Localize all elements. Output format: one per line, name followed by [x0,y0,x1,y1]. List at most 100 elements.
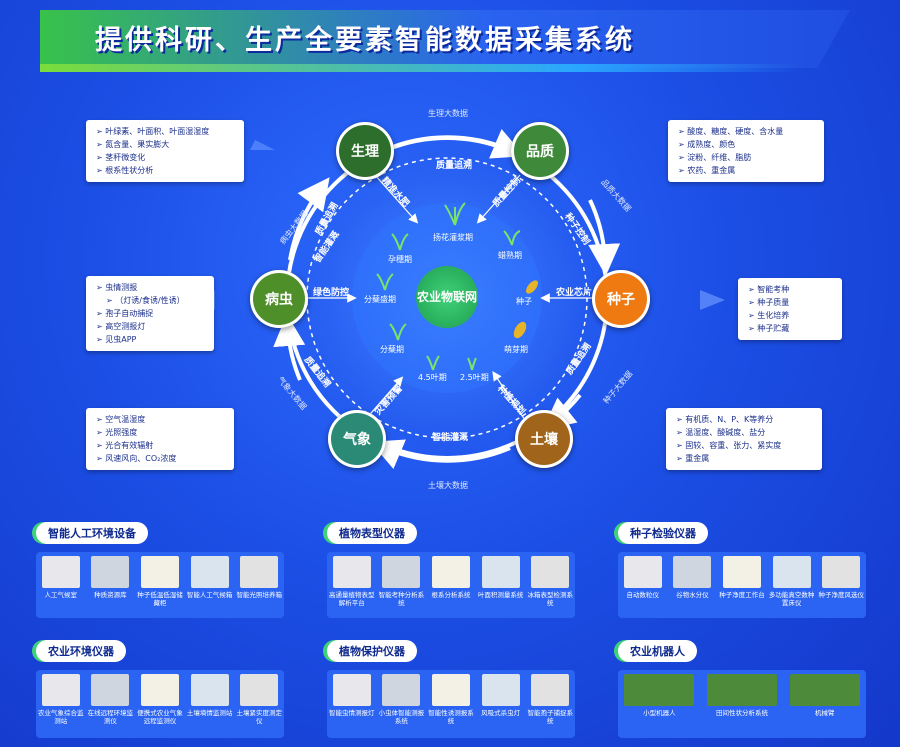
instrument-image [531,556,570,588]
node-soil[interactable]: 土壤 [515,410,573,468]
stage-label: 分蘖盛期 [364,295,396,304]
instrument-label: 智能虫情测报灯 [329,709,375,717]
instrument-item[interactable]: 叶面积测量系统 [478,556,524,599]
instrument-label: 种子净度风选仪 [818,591,864,599]
instrument-label: 小型机器人 [643,709,676,717]
instrument-label: 田间性状分析系统 [715,709,768,717]
instrument-image [91,674,130,706]
stage-label: 蜡熟期 [498,251,522,260]
instrument-item[interactable]: 根系分析系统 [428,556,474,599]
stage-label: 2.5叶期 [460,373,489,382]
instrument-item[interactable]: 智能人工气候箱 [187,556,233,599]
instrument-label: 种子净度工作台 [719,591,765,599]
instrument-image [140,556,179,588]
instrument-image [240,674,279,706]
instrument-label: 高通量植物表型解析平台 [329,591,375,607]
instrument-item[interactable]: 农业气象综合监测站 [38,674,84,725]
info-physiology: 叶绿素、叶面积、叶面湿湿度氮含量、果实膨大茎秆微变化根系性状分析 [86,120,244,182]
instrument-image [624,674,695,706]
instrument-label: 土壤墒情监测站 [186,709,233,717]
instrument-label: 人工气候室 [44,591,78,599]
instrument-item[interactable]: 小型机器人 [620,674,699,717]
info-pest: 虫情测报（灯诱/食诱/性诱）孢子自动捕捉高空测报灯见虫APP [86,276,214,351]
instrument-image [332,556,371,588]
instrument-label: 智能光照培养箱 [236,591,282,599]
section-title: 智能人工环境设备 [36,522,148,544]
instrument-image [481,674,520,706]
instrument-label: 土壤紧实度测定仪 [236,709,282,725]
instrument-item[interactable]: 智能光照培养箱 [236,556,282,599]
instrument-label: 智能人工气候箱 [186,591,233,599]
section-title: 植物表型仪器 [327,522,417,544]
instrument-item[interactable]: 在线远程环境监测仪 [88,674,134,725]
instrument-item[interactable]: 智能虫情测报灯 [329,674,375,717]
instrument-image [722,556,761,588]
instrument-image [531,674,570,706]
section-title: 农业环境仪器 [36,640,126,662]
instrument-item[interactable]: 智能性诱测报系统 [428,674,474,725]
instrument-item[interactable]: 机械臂 [785,674,864,717]
instrument-label: 在线远程环境监测仪 [87,709,134,725]
stage-label: 扬花灌浆期 [433,233,473,242]
instrument-image [772,556,811,588]
plant-sprouts [376,202,521,371]
info-seed: 智能考种种子质量生化培养种子贮藏 [738,278,842,340]
instrument-item[interactable]: 风吸式杀虫灯 [478,674,524,717]
stage-label: 孕穗期 [388,255,412,264]
instrument-item[interactable]: 种子净度风选仪 [818,556,864,599]
instrument-item[interactable]: 人工气候室 [38,556,84,599]
instrument-image [382,556,421,588]
stage-label: 萌芽期 [504,345,528,354]
inner-label-b: 质量追溯 [436,161,473,171]
instrument-image [431,556,470,588]
instrument-image [623,556,662,588]
center-hub: 农业物联网 [416,266,478,328]
instrument-item[interactable]: 种质资源库 [88,556,134,599]
title-underline [40,64,800,72]
node-seed[interactable]: 种子 [592,270,650,328]
instrument-image [190,556,229,588]
instrument-label: 多功能真空数种置床仪 [768,591,815,607]
instrument-label: 风吸式杀虫灯 [481,709,521,717]
instrument-item[interactable]: 种子低温低湿储藏柜 [137,556,183,607]
instrument-item[interactable]: 谷物水分仪 [670,556,716,599]
instrument-label: 小虫体智能测报系统 [378,709,425,725]
instrument-label: 种质资源库 [94,591,127,599]
inner-label-h: 智能灌溉 [432,433,469,443]
instrument-label: 机械臂 [814,709,835,717]
instrument-item[interactable]: 冰箱表型检测系统 [527,556,573,607]
instrument-image [431,674,470,706]
node-pest[interactable]: 病虫 [250,270,308,328]
instrument-item[interactable]: 土壤墒情监测站 [187,674,233,717]
instrument-image [41,674,80,706]
instrument-image [673,556,712,588]
instrument-item[interactable]: 自动数粒仪 [620,556,666,599]
node-quality[interactable]: 品质 [511,122,569,180]
instrument-item[interactable]: 种子净度工作台 [719,556,765,599]
instrument-item[interactable]: 小虫体智能测报系统 [379,674,425,725]
instrument-label: 智能孢子捕捉系统 [527,709,573,725]
instrument-item[interactable]: 多功能真空数种置床仪 [769,556,815,607]
node-physiology[interactable]: 生理 [336,122,394,180]
page-title: 提供科研、生产全要素智能数据采集系统 [95,25,635,56]
instrument-item[interactable]: 土壤紧实度测定仪 [236,674,282,725]
instrument-label: 智能考种分析系统 [378,591,425,607]
node-weather[interactable]: 气象 [328,410,386,468]
instrument-item[interactable]: 高通量植物表型解析平台 [329,556,375,607]
instrument-label: 农业气象综合监测站 [38,709,84,725]
instrument-image [332,674,371,706]
info-weather: 空气温湿度光照强度光合有效辐射风速风向、CO₂浓度 [86,408,234,470]
stage-label: 分蘖期 [380,345,404,354]
ring-label-top: 生理大数据 [428,109,468,118]
inner-label-k: 绿色防控 [313,288,350,298]
instrument-item[interactable]: 智能孢子捕捉系统 [527,674,573,725]
instrument-item[interactable]: 便携式农业气象远程监测仪 [137,674,183,725]
instrument-label: 冰箱表型检测系统 [527,591,573,607]
instrument-label: 谷物水分仪 [676,591,709,599]
title-banner [40,10,850,68]
instrument-label: 根系分析系统 [431,591,471,599]
ring-label-bottom: 土壤大数据 [428,481,468,490]
info-quality: 酸度、糖度、硬度、含水量成熟度、颜色淀粉、纤维、脂肪农药、重金属 [668,120,824,182]
instrument-item[interactable]: 田间性状分析系统 [703,674,782,717]
instrument-item[interactable]: 智能考种分析系统 [379,556,425,607]
